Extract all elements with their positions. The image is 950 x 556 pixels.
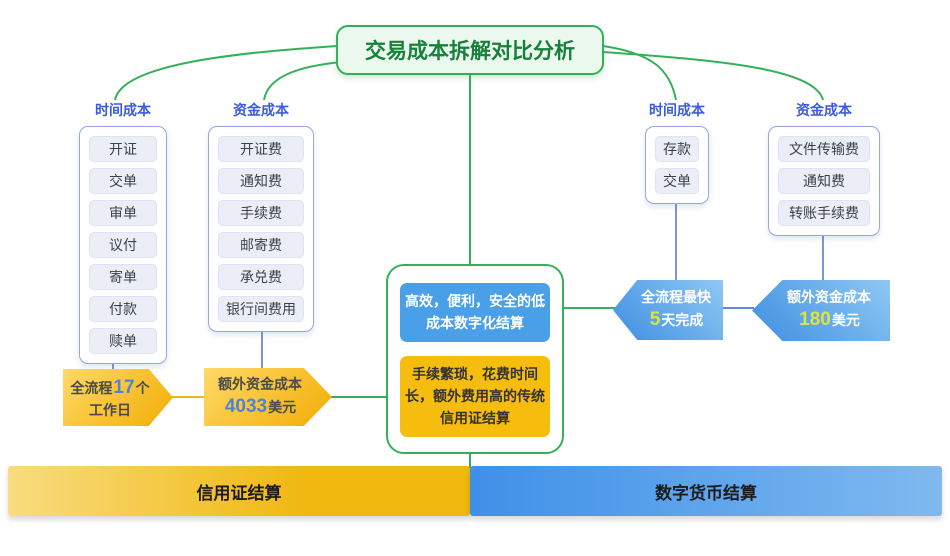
traditional-settlement-note: 手续繁琐，花费时间长，额外费用高的传统信用证结算 [400, 356, 550, 438]
left-time-cost-list: 开证交单审单议付寄单付款赎单 [79, 126, 167, 364]
lc-duration-line1: 全流程17个 [70, 375, 149, 401]
lc-duration-value: 17 [113, 377, 135, 399]
cost-item: 审单 [89, 200, 157, 226]
digital-settlement-note: 高效，便利，安全的低成本数字化结算 [400, 283, 550, 343]
cost-item: 开证 [89, 136, 157, 162]
digital-currency-banner-label: 数字货币结算 [655, 483, 757, 503]
dc-duration-line2: 5天完成 [649, 307, 704, 333]
dc-cost-value: 180 [799, 309, 831, 331]
dc-cost-line1: 额外资金成本 [787, 289, 871, 306]
right-time-cost-header: 时间成本 [649, 102, 705, 118]
diagram-title: 交易成本拆解对比分析 [365, 40, 575, 63]
lc-cost-unit: 美元 [268, 398, 297, 415]
digital-currency-banner: 数字货币结算 [470, 466, 942, 516]
left-fund-cost-list: 开证费通知费手续费邮寄费承兑费银行间费用 [208, 126, 314, 332]
dc-cost-arrow: 额外资金成本 180美元 [752, 280, 890, 341]
cost-item: 转账手续费 [778, 200, 870, 226]
lc-cost-line1: 额外资金成本 [218, 375, 302, 392]
cost-item: 开证费 [218, 136, 304, 162]
curve-title-to-right-time [602, 45, 677, 101]
lc-duration-line2: 工作日 [89, 401, 131, 418]
cost-item: 寄单 [89, 264, 157, 290]
right-time-cost-list: 存款交单 [645, 126, 709, 204]
letter-of-credit-banner: 信用证结算 [8, 466, 470, 516]
cost-item: 通知费 [218, 168, 304, 194]
letter-of-credit-banner-label: 信用证结算 [196, 483, 282, 503]
diagram-title-box: 交易成本拆解对比分析 [336, 25, 604, 75]
lc-duration-arrow: 全流程17个 工作日 [63, 369, 173, 426]
dc-cost-line2: 180美元 [798, 307, 860, 333]
cost-item: 承兑费 [218, 264, 304, 290]
dc-cost-unit: 美元 [831, 312, 860, 329]
cost-item: 银行间费用 [218, 296, 304, 322]
right-fund-cost-list: 文件传输费通知费转账手续费 [768, 126, 880, 236]
cost-item: 手续费 [218, 200, 304, 226]
cost-item: 议付 [89, 232, 157, 258]
dc-duration-value: 5 [649, 308, 661, 330]
left-time-cost-header: 时间成本 [95, 102, 151, 118]
left-fund-cost-header: 资金成本 [233, 102, 289, 118]
curve-title-to-left-fund [263, 61, 343, 101]
lc-cost-line2: 4033美元 [224, 394, 296, 420]
right-fund-cost-header: 资金成本 [796, 102, 852, 118]
dc-duration-arrow: 全流程最快 5天完成 [613, 280, 723, 340]
lc-cost-arrow: 额外资金成本 4033美元 [204, 368, 332, 426]
cost-item: 邮寄费 [218, 232, 304, 258]
dc-duration-line1: 全流程最快 [641, 288, 711, 305]
cost-item: 交单 [655, 168, 699, 194]
lc-duration-prefix: 全流程 [70, 380, 113, 397]
cost-item: 通知费 [778, 168, 870, 194]
lc-duration-unit: 个 [135, 380, 150, 397]
curve-title-to-left-time [114, 45, 338, 101]
lc-cost-value: 4033 [224, 395, 268, 417]
curve-title-to-right-fund [602, 51, 824, 101]
dc-duration-unit: 天完成 [661, 311, 704, 328]
cost-item: 存款 [655, 136, 699, 162]
cost-item: 文件传输费 [778, 136, 870, 162]
center-comparison-box: 高效，便利，安全的低成本数字化结算 手续繁琐，花费时间长，额外费用高的传统信用证… [386, 264, 564, 454]
cost-item: 赎单 [89, 328, 157, 354]
cost-item: 付款 [89, 296, 157, 322]
cost-item: 交单 [89, 168, 157, 194]
